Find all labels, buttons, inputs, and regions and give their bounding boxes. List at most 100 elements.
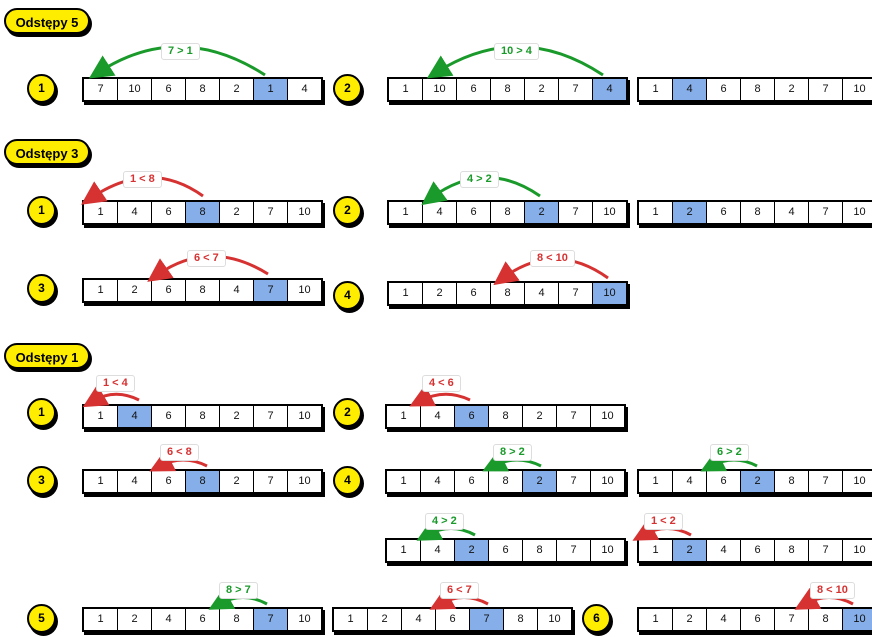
array-cell: 8 [186, 79, 220, 100]
array-cell: 4 [118, 406, 152, 427]
array-cell: 8 [809, 609, 843, 630]
array-cell: 10 [601, 410, 614, 422]
array-cell: 2 [118, 609, 152, 630]
step-badge: 1 [27, 74, 56, 103]
array-cell: 4 [118, 202, 152, 223]
array-cell: 8 [775, 471, 809, 492]
comparison-label: 4 > 2 [460, 171, 499, 188]
array-cell: 6 [457, 202, 491, 223]
array-cell: 6 [152, 79, 186, 100]
array-cell: 6 [455, 406, 489, 427]
array-cell: 8 [186, 406, 220, 427]
array-cell: 10 [298, 475, 311, 487]
step-badge: 2 [333, 398, 362, 427]
array-cell: 2 [220, 202, 254, 223]
array-cell: 4 [525, 283, 559, 304]
array-cell: 6 [152, 406, 186, 427]
array-cell: 4 [152, 609, 186, 630]
array-cell: 7 [775, 609, 809, 630]
array-cell: 6 [152, 202, 186, 223]
array-cell: 2 [423, 283, 457, 304]
array-cell: 8 [489, 471, 523, 492]
array-cell: 7 [557, 471, 591, 492]
step-badge: 4 [333, 466, 362, 495]
step-badge: 1 [27, 196, 56, 225]
array-cell: 10 [843, 609, 872, 630]
comparison-label: 4 > 2 [425, 513, 464, 530]
section-label-gap-5: Odstępy 5 [4, 8, 90, 34]
array-cell: 4 [421, 406, 455, 427]
comparison-label: 6 < 8 [160, 444, 199, 461]
array-cell: 4 [775, 202, 809, 223]
array-cell: 6 [455, 471, 489, 492]
array-cell: 2 [673, 540, 707, 561]
array-cell: 6 [152, 471, 186, 492]
array-cell: 2 [118, 280, 152, 301]
array-cell: 4 [220, 280, 254, 301]
array-cell: 1 [639, 540, 673, 561]
array-cell: 4 [421, 471, 455, 492]
step-badge: 1 [27, 398, 56, 427]
array-cell: 7 [557, 540, 591, 561]
section-label-gap-3: Odstępy 3 [4, 139, 90, 165]
array-cell: 1 [84, 609, 118, 630]
array-cell: 2 [673, 609, 707, 630]
comparison-label: 7 > 1 [161, 43, 200, 60]
array-cell: 4 [402, 609, 436, 630]
step-badge: 4 [333, 281, 362, 310]
array-cell: 10 [118, 79, 152, 100]
array-cell: 1 [389, 283, 423, 304]
array-cell: 2 [523, 471, 557, 492]
array-cell: 10 [601, 475, 614, 487]
array-cell: 10 [603, 206, 616, 218]
comparison-label: 6 > 2 [710, 444, 749, 461]
array-cell: 4 [423, 202, 457, 223]
array-cell: 7 [809, 79, 843, 100]
step-badge: 3 [27, 466, 56, 495]
array-cell: 2 [525, 202, 559, 223]
array-cell: 4 [421, 540, 455, 561]
array-cell: 10 [853, 544, 866, 556]
array-cell: 2 [220, 79, 254, 100]
arrow [82, 384, 140, 408]
comparison-label: 1 < 2 [644, 513, 683, 530]
array-cell: 2 [523, 406, 557, 427]
array-cell: 1 [84, 406, 118, 427]
array-cell: 7 [559, 202, 593, 223]
array-cell: 8 [523, 540, 557, 561]
step-badge: 5 [27, 604, 56, 633]
array-cell: 10 [853, 206, 866, 218]
array-cell: 8 [489, 406, 523, 427]
array-cell: 7 [559, 283, 593, 304]
array-cell: 7 [254, 406, 288, 427]
array-cell: 10 [298, 284, 311, 296]
array-cell: 7 [84, 79, 118, 100]
array-cell: 4 [118, 471, 152, 492]
array-cell: 10 [423, 79, 457, 100]
array-cell: 1 [387, 406, 421, 427]
array-cell: 2 [220, 471, 254, 492]
step-badge: 3 [27, 274, 56, 303]
array-cell: 2 [455, 540, 489, 561]
array-cell: 10 [601, 544, 614, 556]
array-cell: 1 [254, 79, 288, 100]
array-cell: 10 [853, 83, 866, 95]
array-cell: 8 [186, 471, 220, 492]
array-cell: 6 [707, 202, 741, 223]
array-cell: 7 [557, 406, 591, 427]
array-cell: 8 [491, 283, 525, 304]
array-cell: 6 [152, 280, 186, 301]
comparison-label: 6 < 7 [187, 250, 226, 267]
array-cell: 1 [84, 471, 118, 492]
